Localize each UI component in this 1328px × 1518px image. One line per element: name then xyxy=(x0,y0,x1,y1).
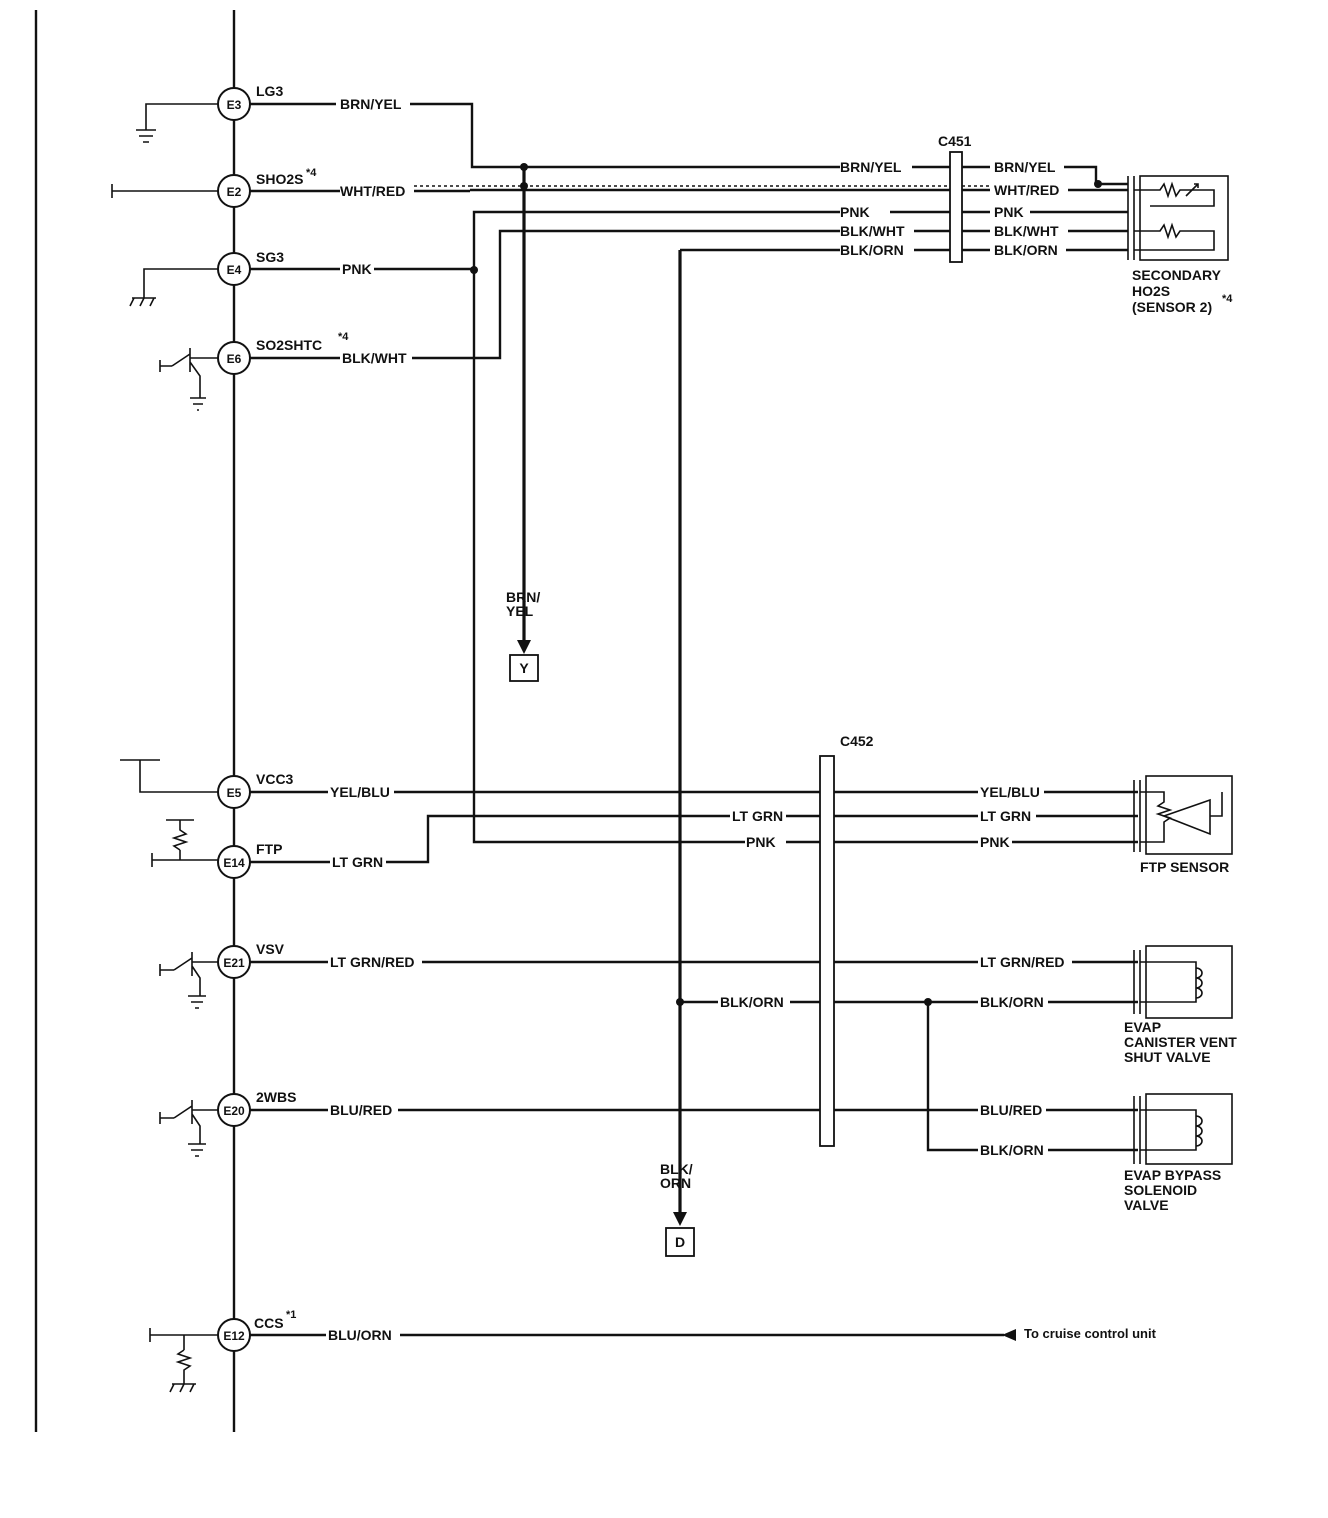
wire-label-blk-wht-c451-in: BLK/WHT xyxy=(840,223,905,239)
wire-label-blk-orn-c451-out: BLK/ORN xyxy=(994,242,1058,258)
terminal-y: Y xyxy=(509,654,539,682)
pin-e4-label: E4 xyxy=(227,263,242,277)
signal-2wbs: 2WBS xyxy=(256,1089,296,1105)
wire-label-blk-wht-e6: BLK/WHT xyxy=(342,350,407,366)
signal-labels: LG3 SHO2S *4 SG3 SO2SHTC *4 VCC3 FTP VSV… xyxy=(254,83,349,1331)
ftp-sensor: FTP SENSOR xyxy=(1133,775,1233,875)
wire-label-blk: BLK/ xyxy=(660,1161,693,1177)
vent-valve-label-1: EVAP xyxy=(1124,1019,1161,1035)
pin-e2-label: E2 xyxy=(227,185,242,199)
cruise-control-note: To cruise control unit xyxy=(1024,1326,1157,1341)
wire-label-blk-orn-c452-in: BLK/ORN xyxy=(720,994,784,1010)
pin-e14: E14 xyxy=(217,845,251,879)
wire-label-lt-grn-c452-in: LT GRN xyxy=(732,808,783,824)
pin-e12: E12 xyxy=(217,1318,251,1352)
wire-label-blk-wht-c451-out: BLK/WHT xyxy=(994,223,1059,239)
wire-label-blu-red-e20: BLU/RED xyxy=(330,1102,392,1118)
connector-c452-label: C452 xyxy=(840,733,874,749)
wire-label-wht-red-e2: WHT/RED xyxy=(340,183,405,199)
ho2s-label-1: SECONDARY xyxy=(1132,267,1222,283)
wire-label-blk-orn-vent: BLK/ORN xyxy=(980,994,1044,1010)
pin-e6-label: E6 xyxy=(227,352,242,366)
vent-valve-label-2: CANISTER VENT xyxy=(1124,1034,1237,1050)
secondary-ho2s: SECONDARY HO2S (SENSOR 2) *4 xyxy=(1127,175,1233,315)
ground-symbols xyxy=(111,103,218,1393)
connector-c452: C452 xyxy=(819,733,874,1147)
terminal-d-label: D xyxy=(675,1234,685,1250)
wire-labels: BRN/YEL WHT/RED PNK BLK/WHT BRN/YEL PNK … xyxy=(328,96,1065,1343)
pins: E3 E2 E4 E6 E5 E14 E21 E20 xyxy=(217,87,251,1352)
connector-c451-label: C451 xyxy=(938,133,972,149)
terminal-y-label: Y xyxy=(519,660,529,676)
wire-label-brn-yel-e3: BRN/YEL xyxy=(340,96,402,112)
wire-label-brn-yel-c451-out: BRN/YEL xyxy=(994,159,1056,175)
wire-label-yel: YEL xyxy=(506,603,534,619)
terminal-d: D xyxy=(665,1227,695,1257)
wires xyxy=(250,102,1138,1341)
wire-label-blk-orn-bypass: BLK/ORN xyxy=(980,1142,1044,1158)
pin-e3-label: E3 xyxy=(227,98,242,112)
wire-label-pnk-c451-out: PNK xyxy=(994,204,1024,220)
pin-e12-label: E12 xyxy=(223,1329,245,1343)
wire-label-brn-yel-c451-in: BRN/YEL xyxy=(840,159,902,175)
wire-label-yel-blu-e5: YEL/BLU xyxy=(330,784,390,800)
connector-c451: C451 xyxy=(938,133,972,263)
wire-label-lt-grn-c452-out: LT GRN xyxy=(980,808,1031,824)
signal-sho2s: SHO2S xyxy=(256,171,303,187)
wire-label-blu-orn-e12: BLU/ORN xyxy=(328,1327,392,1343)
pin-e21-label: E21 xyxy=(223,956,245,970)
wire-label-lt-grn-red-c452-out: LT GRN/RED xyxy=(980,954,1065,970)
wire-label-blk-orn-c451-in: BLK/ORN xyxy=(840,242,904,258)
pin-e20-label: E20 xyxy=(223,1104,245,1118)
bypass-valve-label-1: EVAP BYPASS xyxy=(1124,1167,1221,1183)
ho2s-label-2: HO2S xyxy=(1132,283,1170,299)
pin-e4: E4 xyxy=(217,252,251,286)
pin-e5: E5 xyxy=(217,775,251,809)
signal-ftp: FTP xyxy=(256,841,282,857)
splices xyxy=(470,163,1102,1006)
bypass-valve-label-3: VALVE xyxy=(1124,1197,1169,1213)
signal-sg3: SG3 xyxy=(256,249,284,265)
pin-e6: E6 xyxy=(217,341,251,375)
ho2s-label-3: (SENSOR 2) xyxy=(1132,299,1212,315)
pin-e14-label: E14 xyxy=(223,856,245,870)
ftp-sensor-label: FTP SENSOR xyxy=(1140,859,1229,875)
wire-label-pnk-c452-in: PNK xyxy=(746,834,776,850)
ho2s-note: *4 xyxy=(1222,293,1233,305)
signal-so2shtc: SO2SHTC xyxy=(256,337,322,353)
wire-label-pnk-c452-out: PNK xyxy=(980,834,1010,850)
pin-e5-label: E5 xyxy=(227,786,242,800)
evap-bypass-solenoid-valve: EVAP BYPASS SOLENOID VALVE xyxy=(1124,1093,1233,1213)
note-ccs: *1 xyxy=(286,1309,296,1321)
pin-e21: E21 xyxy=(217,945,251,979)
wire-label-lt-grn-red-e21: LT GRN/RED xyxy=(330,954,415,970)
bypass-valve-label-2: SOLENOID xyxy=(1124,1182,1197,1198)
signal-vcc3: VCC3 xyxy=(256,771,294,787)
ecm-body xyxy=(34,10,236,1432)
evap-canister-vent-valve: EVAP CANISTER VENT SHUT VALVE xyxy=(1124,945,1237,1065)
signal-lg3: LG3 xyxy=(256,83,283,99)
wire-label-blu-red-bypass: BLU/RED xyxy=(980,1102,1042,1118)
vent-valve-label-3: SHUT VALVE xyxy=(1124,1049,1211,1065)
pin-e20: E20 xyxy=(217,1093,251,1127)
wire-label-pnk-e4: PNK xyxy=(342,261,372,277)
wire-label-wht-red-c451-out: WHT/RED xyxy=(994,182,1059,198)
note-sho2s: *4 xyxy=(306,167,317,179)
pin-e2: E2 xyxy=(217,174,251,208)
wire-label-brn: BRN/ xyxy=(506,589,540,605)
pin-e3: E3 xyxy=(217,87,251,121)
signal-vsv: VSV xyxy=(256,941,285,957)
note-so2shtc: *4 xyxy=(338,331,349,343)
signal-ccs: CCS xyxy=(254,1315,284,1331)
wire-label-lt-grn-e14: LT GRN xyxy=(332,854,383,870)
wire-label-pnk-c451-in: PNK xyxy=(840,204,870,220)
wire-label-orn: ORN xyxy=(660,1175,691,1191)
wire-label-yel-blu-c452-out: YEL/BLU xyxy=(980,784,1040,800)
